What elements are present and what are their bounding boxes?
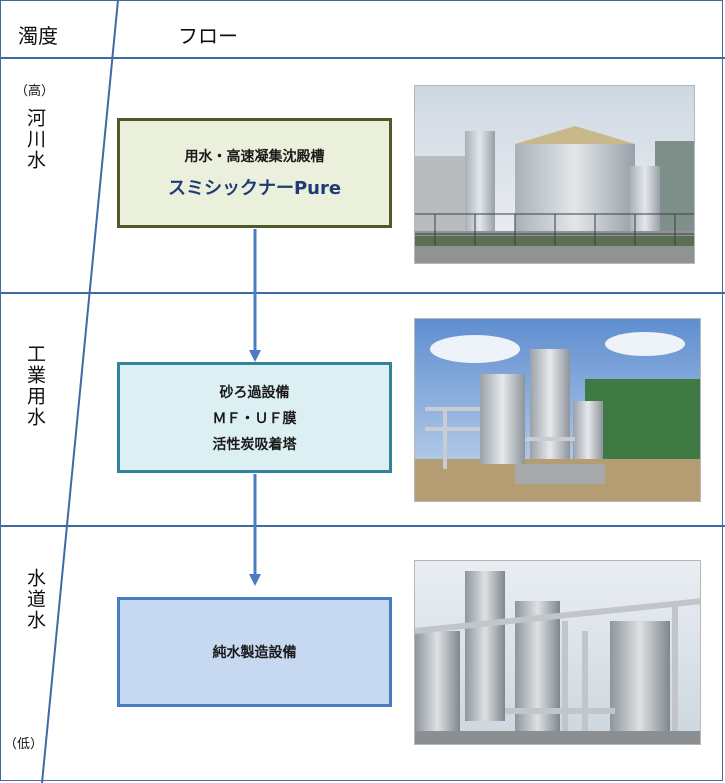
- thickener-tank-photo: [414, 85, 695, 264]
- water-type-industrial: 工業用水: [24, 344, 46, 428]
- section-divider-2: [0, 525, 725, 527]
- process-box-filtration-line-3: 活性炭吸着塔: [212, 436, 297, 453]
- process-box-filtration-line-1: 砂ろ過設備: [219, 384, 290, 401]
- pure-water-plant-photo: [414, 560, 701, 745]
- water-type-tap: 水道水: [24, 568, 46, 631]
- turbidity-high-label: （高）: [15, 84, 55, 99]
- section-divider-1: [0, 292, 725, 294]
- process-box-pure-water-line-1: 純水製造設備: [212, 645, 297, 661]
- process-box-thickener: 用水・高速凝集沈殿槽 スミシックナーPure: [117, 118, 392, 228]
- process-box-filtration: 砂ろ過設備 ＭＦ・ＵＦ膜 活性炭吸着塔: [117, 362, 392, 473]
- flow-arrow-1-head: [249, 350, 261, 362]
- flow-header: フロー: [178, 24, 238, 48]
- process-box-thickener-line-1: 用水・高速凝集沈殿槽: [184, 149, 325, 165]
- flow-arrow-2-head: [249, 574, 261, 586]
- turbidity-low-label: （低）: [4, 737, 44, 752]
- filtration-plant-photo: [414, 318, 701, 502]
- process-box-filtration-line-2: ＭＦ・ＵＦ膜: [212, 410, 297, 427]
- turbidity-header: 濁度: [18, 24, 58, 48]
- process-box-pure-water: 純水製造設備: [117, 597, 392, 707]
- water-type-river: 河川水: [24, 108, 46, 171]
- header-divider: [0, 57, 725, 59]
- turbidity-slope-line: [41, 0, 119, 783]
- process-box-thickener-line-2: スミシックナーPure: [167, 178, 342, 199]
